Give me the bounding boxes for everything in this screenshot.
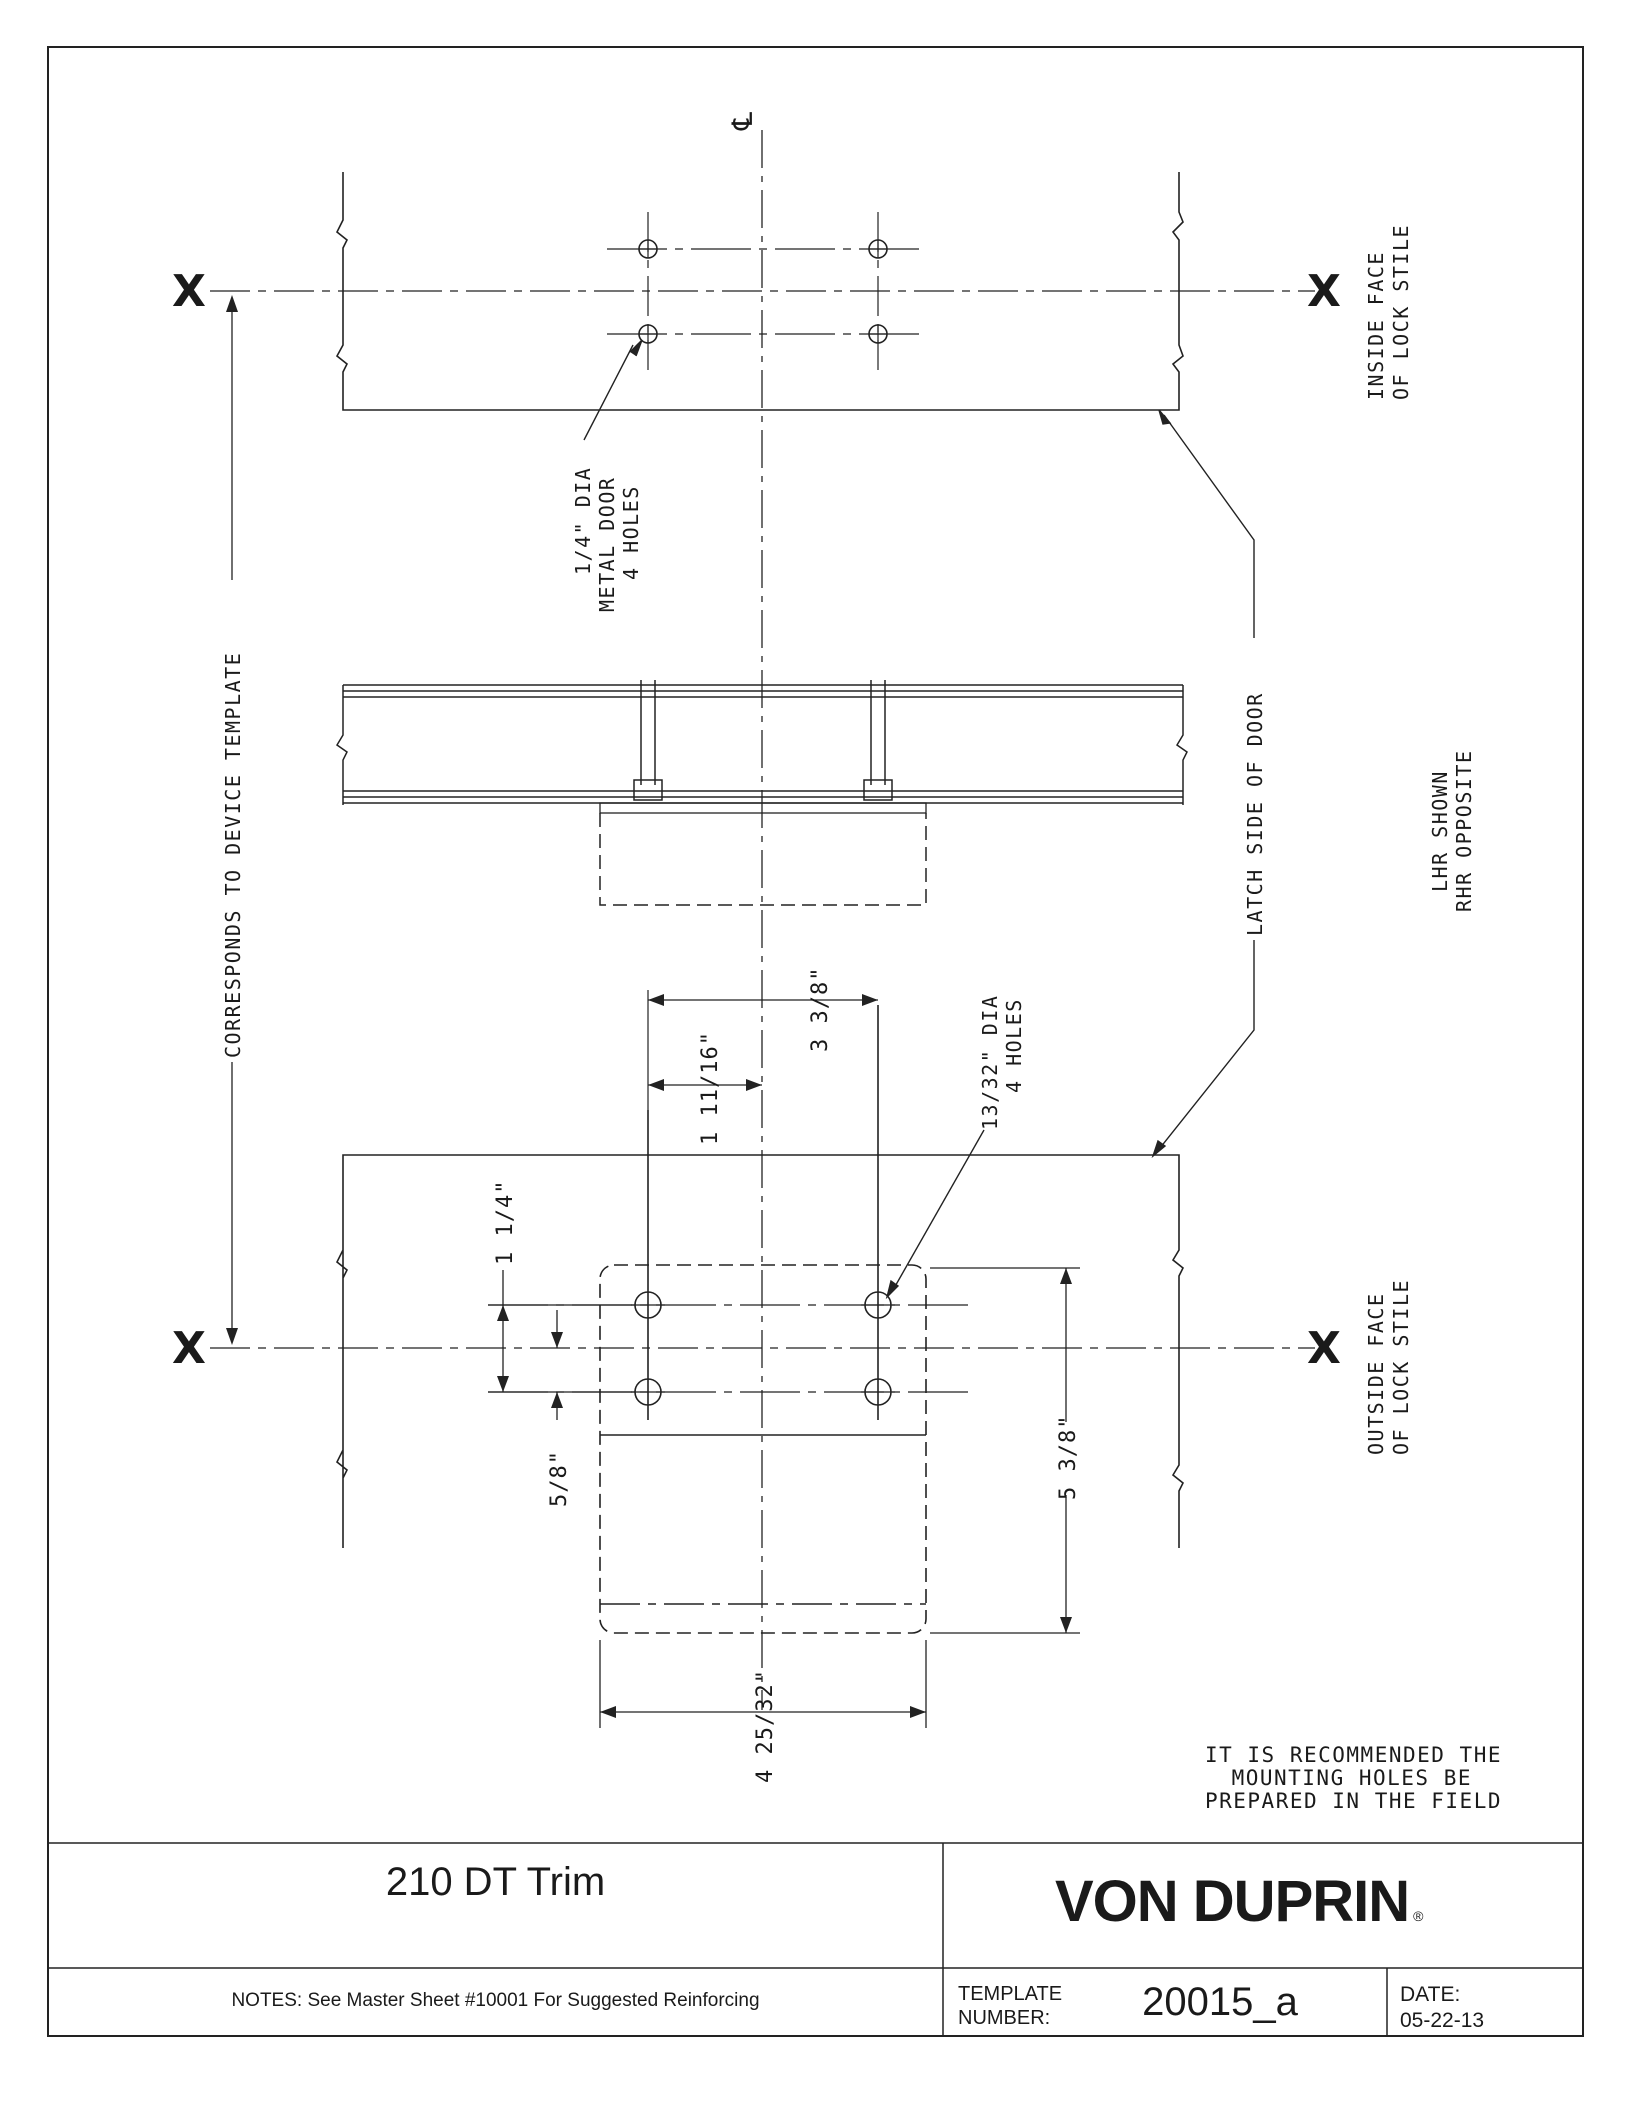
x-mark-bottom-right: X xyxy=(1307,1323,1341,1374)
dim-5-3-8: 5 3/8" xyxy=(1056,1415,1081,1500)
outside-holes-leader xyxy=(885,1129,985,1300)
plate-width-dimension xyxy=(599,1640,927,1728)
dim-4-25-32: 4 25/32" xyxy=(753,1669,778,1783)
dim-5-8: 5/8" xyxy=(547,1450,572,1507)
metal-door-label-line1: 1/4" DIA xyxy=(571,467,595,575)
outside-holes-label-line2: 4 HOLES xyxy=(1002,998,1026,1093)
x-mark-bottom-left: X xyxy=(172,1323,206,1374)
corresponds-label: CORRESPONDS TO DEVICE TEMPLATE xyxy=(221,652,245,1058)
inside-face-label-line1: INSIDE FACE xyxy=(1364,251,1388,400)
outside-holes-label-line1: 13/32" DIA xyxy=(978,995,1002,1130)
registered-mark: ® xyxy=(1413,1908,1423,1924)
recommend-line1: IT IS RECOMMENDED THE xyxy=(1205,1743,1502,1767)
template-number: 20015_a xyxy=(1142,1980,1298,2024)
outside-face-label-line2: OF LOCK STILE xyxy=(1389,1279,1413,1455)
date-block: DATE: 05-22-13 xyxy=(1400,1982,1484,2034)
latch-side-label: LATCH SIDE OF DOOR xyxy=(1243,692,1267,936)
corresponds-dimension xyxy=(226,295,238,1345)
latch-side-leader xyxy=(1151,409,1255,1159)
brand-name: VON DUPRIN xyxy=(1055,1869,1410,1934)
brand-logo: VON DUPRIN® xyxy=(1055,1868,1475,1935)
notes-text: NOTES: See Master Sheet #10001 For Sugge… xyxy=(231,1990,760,2011)
vertical-hole-dimensions xyxy=(488,1270,635,1420)
x-mark-top-left: X xyxy=(172,266,206,317)
date-label: DATE: xyxy=(1400,1983,1461,2006)
inside-face-label-line2: OF LOCK STILE xyxy=(1389,224,1413,400)
dim-1-11-16: 1 11/16" xyxy=(698,1031,723,1145)
date-value: 05-22-13 xyxy=(1400,2009,1485,2032)
centerline-symbol: ℄ xyxy=(726,112,759,131)
template-number-label: TEMPLATE NUMBER: xyxy=(958,1982,1062,2030)
dim-1-1-4: 1 1/4" xyxy=(493,1180,518,1265)
hole-spacing-dimensions xyxy=(647,990,878,1110)
hand-label-line2: RHR OPPOSITE xyxy=(1452,750,1476,913)
metal-door-leader xyxy=(583,339,643,441)
product-title: 210 DT Trim xyxy=(385,1860,606,1904)
recommend-line2: MOUNTING HOLES BE xyxy=(1232,1766,1472,1790)
sheet-border xyxy=(47,46,1584,2037)
metal-door-label-line3: 4 HOLES xyxy=(619,485,643,580)
outside-face-label-line1: OUTSIDE FACE xyxy=(1364,1293,1388,1456)
x-mark-top-right: X xyxy=(1307,266,1341,317)
hand-label-line1: LHR SHOWN xyxy=(1428,770,1452,892)
dim-3-3-8: 3 3/8" xyxy=(808,967,833,1052)
template-label-line2: NUMBER: xyxy=(958,2007,1051,2029)
plate-height-dimension xyxy=(930,1267,1080,1634)
recommend-line3: PREPARED IN THE FIELD xyxy=(1205,1789,1502,1813)
outside-face-view xyxy=(335,1005,1185,1634)
template-label-line1: TEMPLATE xyxy=(958,1983,1063,2005)
title-block-grid xyxy=(48,1842,1583,2036)
door-section-view xyxy=(335,680,1188,906)
metal-door-label-line2: METAL DOOR xyxy=(595,477,619,612)
